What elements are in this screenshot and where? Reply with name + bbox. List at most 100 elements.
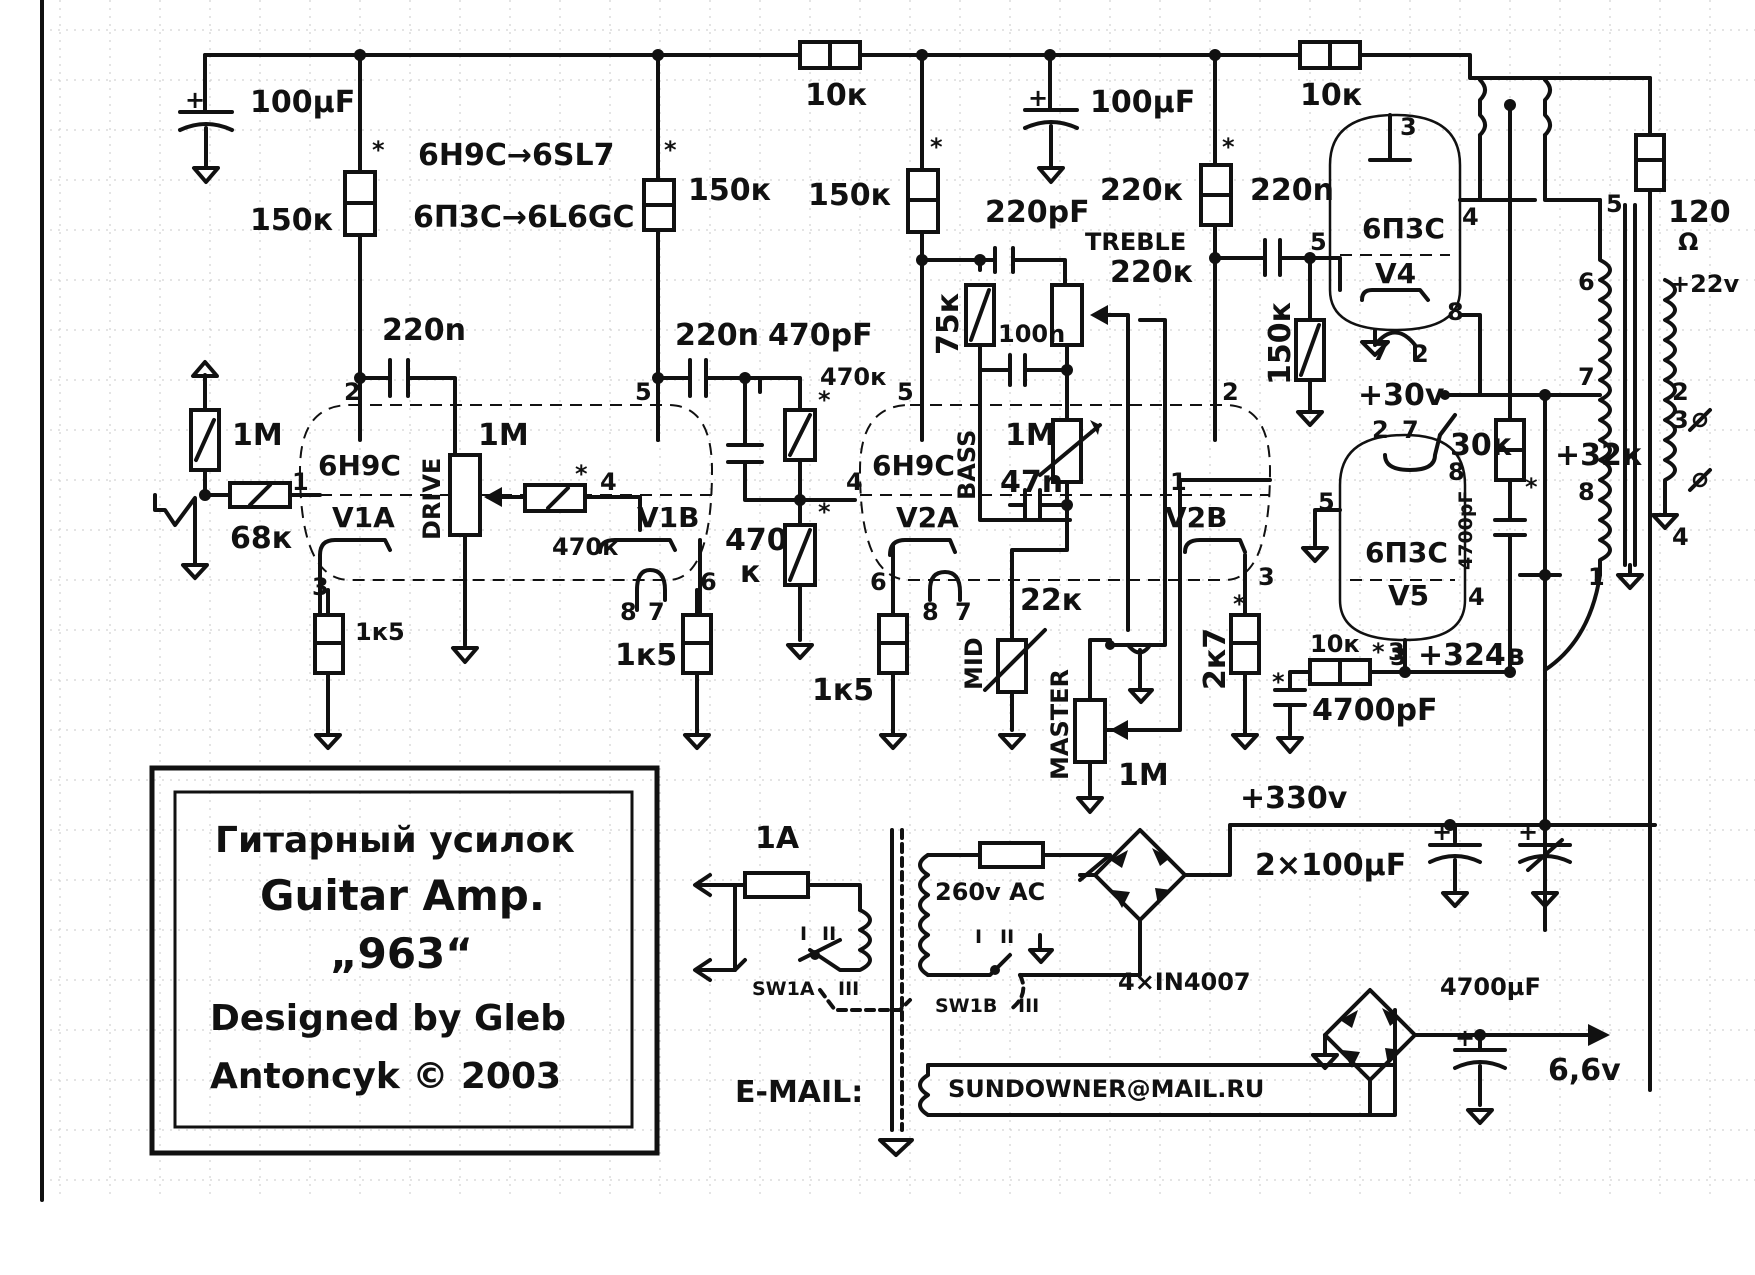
resistor-10k-grid-label: 10к bbox=[1310, 630, 1360, 658]
output-transformer bbox=[1478, 78, 1644, 932]
switch-sw1b-label: SW1B bbox=[935, 995, 997, 1017]
resistor-30k-label: 30к bbox=[1450, 428, 1512, 463]
v1a-plate-pin: 2 bbox=[344, 378, 361, 406]
v5-pin8: 8 bbox=[1448, 458, 1465, 486]
fuse-1a-label: 1A bbox=[755, 821, 800, 856]
filament-6-6v-label: 6,6v bbox=[1548, 1053, 1621, 1088]
v4-plus30: +30v bbox=[1358, 378, 1445, 413]
title-line1: Гитарный усилок bbox=[215, 820, 575, 861]
v1b-grid-pin: 4 bbox=[600, 468, 617, 496]
svg-text:+: + bbox=[1028, 84, 1048, 112]
cap-100uf-b-label: 100µF bbox=[1090, 85, 1195, 120]
resistor-220k-a-label: 220к bbox=[1100, 173, 1183, 208]
switch-sw1a-label: SW1A bbox=[752, 978, 815, 1000]
ot-pin1: 1 bbox=[1588, 563, 1605, 591]
resistor-470k-c-label: 470 bbox=[725, 523, 788, 558]
v1b-grid-star: * bbox=[575, 460, 588, 488]
title-block-inner bbox=[173, 790, 634, 1129]
v2b-anode-star: * bbox=[1222, 133, 1235, 161]
ac-260-label: 260v AC bbox=[935, 878, 1045, 906]
ot-pin5: 5 bbox=[1606, 190, 1623, 218]
v1b-plate-circuit bbox=[642, 53, 762, 442]
v1b-heater bbox=[635, 568, 667, 612]
resistor-2k7-star: * bbox=[1233, 590, 1246, 618]
resistor-10k-grid-star: * bbox=[1372, 638, 1385, 666]
resistor-470k-c-star: * bbox=[818, 498, 831, 526]
switch-sw1a-pos-ii: II bbox=[822, 923, 836, 945]
v5-pin5: 5 bbox=[1318, 488, 1335, 516]
cap-4700pf-b-label: 4700pF bbox=[1455, 491, 1477, 570]
hv-filter-caps: + + bbox=[1428, 818, 1572, 908]
v2a-heater bbox=[928, 570, 962, 602]
cap-220pf-label: 220pF bbox=[985, 195, 1090, 230]
v1a-cathode-pin: 3 bbox=[312, 573, 329, 601]
resistor-10k-a-label: 10к bbox=[805, 78, 867, 113]
v1b-heater-pin8: 8 bbox=[620, 598, 637, 626]
supply-plus330: +330v bbox=[1240, 781, 1348, 816]
switch-sw1b-pos-iii: III bbox=[1018, 995, 1039, 1017]
resistor-470k-b-star: * bbox=[818, 386, 831, 414]
resistor-150k-a-label: 150к bbox=[250, 203, 333, 238]
graph-paper-grid bbox=[42, 0, 1755, 1200]
ot-plus32: +32к bbox=[1555, 438, 1642, 473]
resistor-2k7-label: 2к7 bbox=[1198, 628, 1233, 690]
v2b-ref: V2B bbox=[1165, 501, 1228, 534]
v5-type: 6П3C bbox=[1365, 536, 1448, 569]
svg-text:+: + bbox=[1518, 818, 1538, 846]
cap-470pf-label: 470pF bbox=[768, 318, 873, 353]
v2b-plate-circuit bbox=[1199, 53, 1342, 442]
v1a-type: 6H9C bbox=[318, 449, 401, 482]
resistor-470k-a-label: 470к bbox=[552, 533, 618, 561]
resistor-470k-c-unit: к bbox=[740, 555, 760, 590]
v1a-ref: V1A bbox=[332, 501, 395, 534]
v2a-heater-pin7: 7 bbox=[955, 598, 972, 626]
v2a-type: 6H9C bbox=[872, 449, 955, 482]
v2a-heater-pin8: 8 bbox=[922, 598, 939, 626]
v2a-ref: V2A bbox=[896, 501, 959, 534]
v2a-plate-circuit bbox=[906, 53, 1067, 442]
v4-pin4: 4 bbox=[1462, 203, 1479, 231]
v2b-grid-pin: 1 bbox=[1170, 468, 1187, 496]
v1a-cathode-resistor bbox=[313, 588, 345, 750]
v4-pin5: 5 bbox=[1310, 228, 1327, 256]
substitution-b: 6П3C→6L6GC bbox=[413, 200, 635, 235]
secondary-pin3: 3 bbox=[1672, 406, 1689, 434]
master-pot[interactable] bbox=[1073, 318, 1272, 814]
drive-pot[interactable] bbox=[448, 453, 527, 664]
resistor-68k-label: 68к bbox=[230, 521, 292, 556]
svg-text:+: + bbox=[1432, 818, 1452, 846]
mains-transformer bbox=[878, 828, 1397, 1157]
v4-ref: V4 bbox=[1375, 257, 1416, 290]
switch-sw1a-pos-iii: III bbox=[838, 978, 859, 1000]
substitution-a: 6H9C→6SL7 bbox=[418, 138, 614, 173]
master-pot-label: 1M bbox=[1118, 758, 1169, 793]
ot-pin7: 7 bbox=[1578, 363, 1595, 391]
feedback-network bbox=[1493, 99, 1527, 674]
v4-pin2: 2 bbox=[1412, 340, 1429, 368]
switch-sw1b-pos-i: I bbox=[975, 926, 982, 948]
bias-plus22: +22v bbox=[1670, 270, 1740, 298]
v1a-plate-circuit bbox=[343, 53, 457, 457]
resistor-10k-b-label: 10к bbox=[1300, 78, 1362, 113]
tube-envelope-v5 bbox=[1338, 433, 1467, 642]
resistor-150k-v4-label: 150к bbox=[1263, 302, 1298, 385]
v2b-cathode-pin: 3 bbox=[1258, 563, 1275, 591]
resistor-1m-input-label: 1M bbox=[232, 418, 283, 453]
v5-grid-network bbox=[1273, 658, 1516, 754]
cap-220n-b-label: 220n bbox=[675, 318, 759, 353]
title-line2: Guitar Amp. bbox=[260, 871, 545, 920]
v5-pin7: 7 bbox=[1402, 416, 1419, 444]
treble-pot-label: 220к bbox=[1110, 255, 1193, 290]
diodes-label: 4×IN4007 bbox=[1118, 968, 1251, 996]
title-line4: Designed by Gleb bbox=[210, 998, 566, 1039]
v4-pin8: 8 bbox=[1447, 298, 1464, 326]
bass-pot-name: BASS bbox=[953, 430, 981, 500]
resistor-120-label: 120 bbox=[1668, 195, 1731, 230]
switch-sw1a-pos-i: I bbox=[800, 923, 807, 945]
svg-text:+: + bbox=[1455, 1024, 1475, 1052]
bass-pot-label: 1M bbox=[1005, 418, 1056, 453]
mains-input bbox=[693, 871, 912, 1012]
bias-secondary bbox=[1634, 76, 1712, 530]
v5-plus324: +324в bbox=[1418, 638, 1525, 673]
